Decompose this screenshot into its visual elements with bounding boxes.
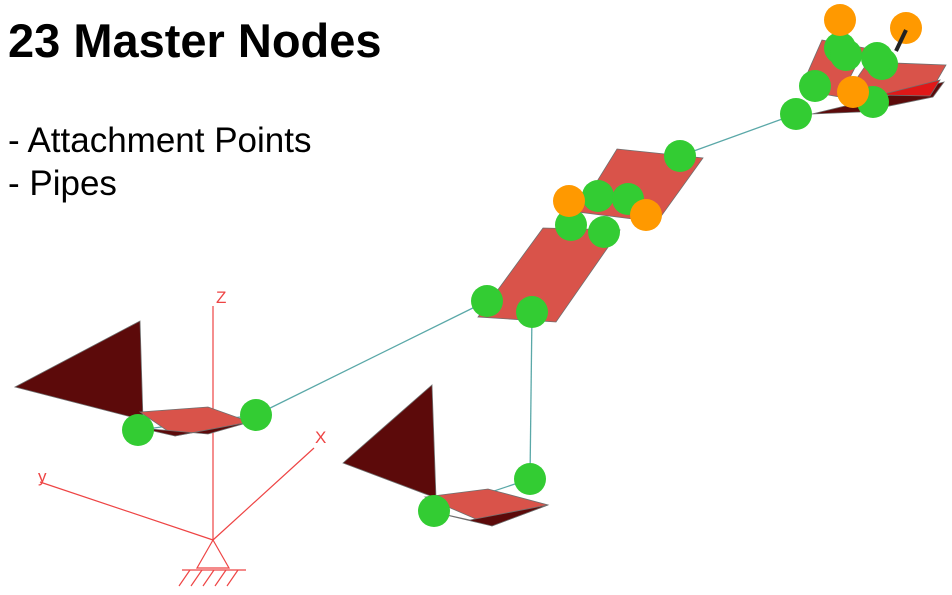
pipe (529, 311, 533, 480)
support-triangle-plate (342, 384, 437, 499)
support-link (894, 29, 908, 52)
master-node (471, 285, 503, 317)
slide-title: 23 Master Nodes (8, 14, 382, 67)
coordinate-axes: Z X y (38, 288, 326, 587)
bullet-attachment-points: - Attachment Points (8, 121, 312, 160)
attachment-node (824, 4, 856, 36)
pipes (137, 113, 797, 512)
master-node (240, 399, 272, 431)
master-node (588, 216, 620, 248)
support-base-shadow (424, 504, 549, 527)
master-node (780, 98, 812, 130)
master-node (799, 70, 831, 102)
master-node (122, 414, 154, 446)
master-node (514, 463, 546, 495)
x-axis (212, 447, 315, 541)
master-node (861, 42, 893, 74)
master-node (555, 209, 587, 241)
z-axis-label: Z (216, 288, 226, 307)
support-triangle-plate (13, 320, 144, 421)
pipe (679, 113, 797, 157)
pipe (255, 300, 488, 416)
bullet-list: - Attachment Points - Pipes (8, 120, 311, 205)
attachment-node (630, 199, 662, 231)
platform-highlight-plate (879, 79, 941, 97)
master-node (516, 296, 548, 328)
bullet-pipes: - Pipes (8, 163, 117, 203)
attachment-node (890, 12, 922, 44)
attachment-node (837, 76, 869, 108)
attachment-node (553, 185, 585, 217)
fixed-support-icon (178, 539, 246, 587)
master-node (582, 180, 614, 212)
master-node (418, 495, 450, 527)
x-axis-label: X (315, 428, 326, 447)
master-node (664, 140, 696, 172)
y-axis-label: y (38, 467, 47, 486)
master-node (830, 39, 862, 71)
y-axis (39, 481, 214, 541)
